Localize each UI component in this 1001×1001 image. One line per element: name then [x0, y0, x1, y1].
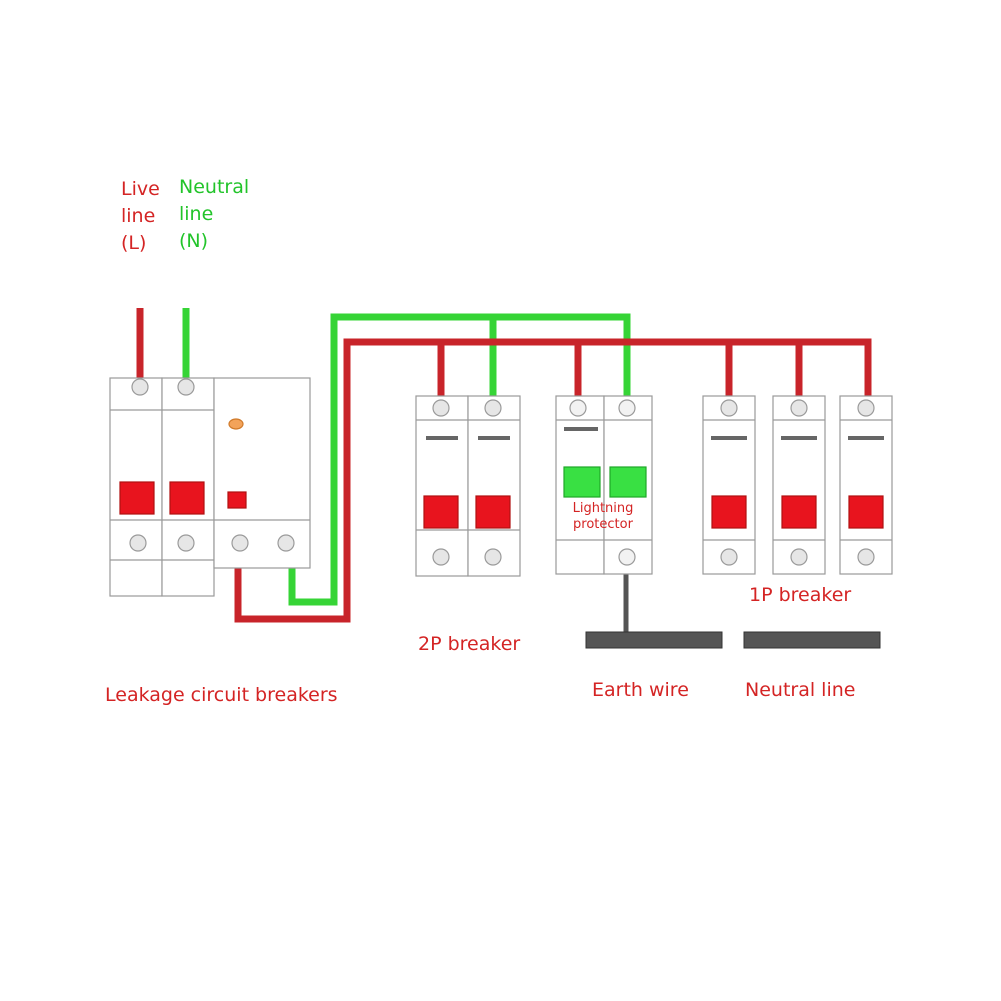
- neutral-line-label-3: (N): [179, 230, 209, 252]
- lcb-handle-2: [169, 481, 205, 515]
- 2p-handle-1: [423, 495, 459, 529]
- leakage-breaker-label: Leakage circuit breakers: [105, 684, 338, 706]
- neutral-line-label: Neutral line (N): [179, 174, 249, 255]
- live-bus-wire: [234, 338, 872, 623]
- 1p-a-handle: [711, 495, 747, 529]
- one-pole-breaker-b: [772, 395, 826, 575]
- spd-window-2: [609, 466, 647, 498]
- lcb-terminal-in-n: [177, 378, 195, 396]
- leakage-circuit-breaker: [109, 377, 311, 597]
- 1p-c-handle: [848, 495, 884, 529]
- lcb-handle-1: [119, 481, 155, 515]
- wires: [136, 308, 872, 636]
- lcb-indicator-light: [228, 418, 244, 430]
- lightning-protector: [555, 395, 653, 575]
- lcb-rcd-module: [213, 377, 311, 569]
- neutral-line-bar-label: Neutral line: [745, 679, 856, 701]
- neutral-bar: [743, 631, 881, 649]
- lcb-terminal-bottom-1: [129, 534, 147, 552]
- lcb-terminal-bottom-2: [177, 534, 195, 552]
- neutral-bus-wire: [288, 313, 631, 606]
- live-line-label-2: line: [121, 205, 156, 227]
- 1p-b-handle: [781, 495, 817, 529]
- earth-wire-label: Earth wire: [592, 679, 689, 701]
- two-pole-breaker-label: 2P breaker: [418, 633, 521, 655]
- spd-terminal-earth: [618, 548, 636, 566]
- one-pole-breaker-a: [702, 395, 756, 575]
- lightning-protector-label: Lightning protector: [562, 501, 644, 533]
- 2p-terminal-top-1: [432, 399, 450, 417]
- one-pole-breaker-c: [839, 395, 893, 575]
- live-line-label: Live line (L): [121, 176, 160, 257]
- live-line-label-3: (L): [121, 232, 147, 254]
- neutral-line-label-1: Neutral: [179, 176, 250, 198]
- spd-terminal-top-n: [618, 399, 636, 417]
- earth-bar: [585, 631, 723, 649]
- spd-terminal-top-l: [569, 399, 587, 417]
- neutral-line-label-2: line: [179, 203, 214, 225]
- spd-window-1: [563, 466, 601, 498]
- 2p-terminal-top-2: [484, 399, 502, 417]
- 2p-handle-2: [475, 495, 511, 529]
- lightning-protector-label-2: protector: [573, 517, 633, 532]
- lcb-terminal-in-l: [131, 378, 149, 396]
- lightning-protector-label-1: Lightning: [572, 501, 634, 516]
- one-pole-breaker-label: 1P breaker: [749, 584, 852, 606]
- lcb-terminal-out-n: [277, 534, 295, 552]
- live-line-label-1: Live: [121, 178, 160, 200]
- lcb-test-button: [227, 491, 247, 509]
- two-pole-breaker: [415, 395, 521, 577]
- lcb-terminal-out-l: [231, 534, 249, 552]
